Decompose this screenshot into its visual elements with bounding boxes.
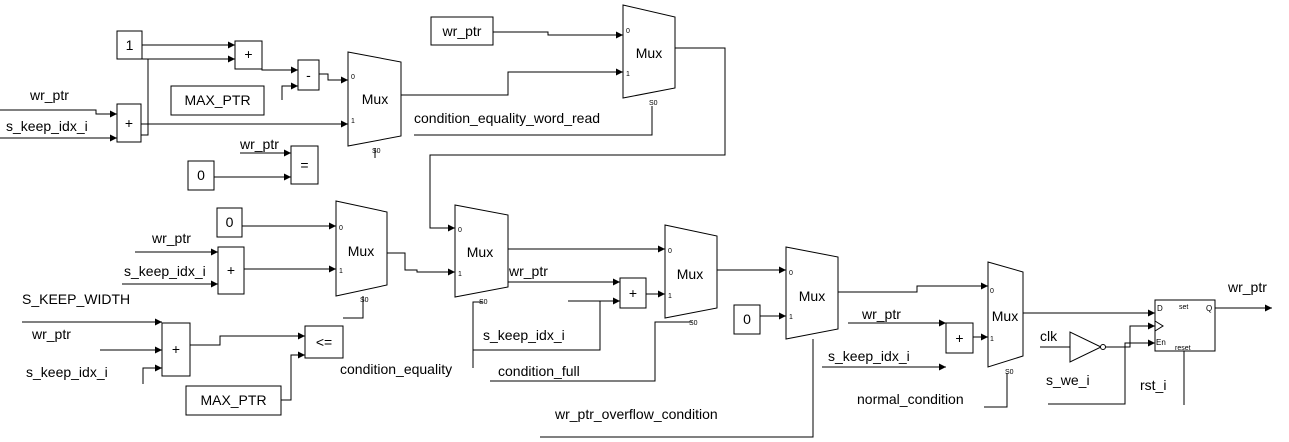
- mux-3-in0: 0: [339, 225, 343, 232]
- mux-7-label: Mux: [992, 308, 1018, 324]
- adder-mid: +: [217, 246, 245, 295]
- subtractor: -: [297, 59, 320, 91]
- mux-7-sel: S0: [1005, 369, 1014, 376]
- wr-ptr-box: wr_ptr: [430, 16, 494, 46]
- mux-2-in0: 0: [626, 28, 630, 35]
- adder-mid-op: +: [227, 262, 235, 278]
- adder-bottom: +: [161, 322, 191, 377]
- label-wr-ptr-1: wr_ptr: [29, 87, 69, 103]
- mux-2-label: Mux: [636, 45, 662, 61]
- label-s-keep-width: S_KEEP_WIDTH: [22, 291, 130, 307]
- adder-top: +: [234, 40, 263, 70]
- mux-5-in1: 1: [668, 293, 672, 300]
- adder-right-chain: +: [619, 277, 647, 309]
- mux-1: Mux 0 1 S0: [347, 51, 402, 155]
- inverter: [1069, 331, 1106, 363]
- adder-bottom-op: +: [172, 341, 180, 357]
- mux-1-sel: S0: [372, 148, 381, 155]
- max-ptr-box-top: MAX_PTR: [170, 85, 265, 116]
- const-zero-label-mid: 0: [226, 214, 234, 230]
- label-s-keep-idx-i-5: s_keep_idx_i: [828, 348, 910, 364]
- mux-3: Mux 0 1 S0: [335, 200, 388, 304]
- mux-5-label: Mux: [677, 266, 703, 282]
- max-ptr-label-top: MAX_PTR: [184, 92, 250, 108]
- mux-2: Mux 0 1 S0: [622, 4, 676, 107]
- label-wr-ptr-overflow-condition: wr_ptr_overflow_condition: [554, 406, 718, 422]
- mux-2-in1: 1: [626, 71, 630, 78]
- mux-4-label: Mux: [467, 244, 493, 260]
- label-normal-condition: normal_condition: [857, 391, 964, 407]
- label-s-keep-idx-i-3: s_keep_idx_i: [26, 364, 108, 380]
- mux-7: Mux 0 1 S0: [987, 261, 1024, 376]
- mux-3-in1: 1: [339, 268, 343, 275]
- mux-1-label: Mux: [362, 91, 388, 107]
- mux-4: Mux 0 1 S0: [454, 204, 509, 306]
- adder-top-op: +: [244, 46, 252, 62]
- const-one-label: 1: [126, 37, 134, 53]
- adder-final: +: [945, 322, 974, 354]
- mux-6-label: Mux: [799, 288, 825, 304]
- mux-1-in1: 1: [351, 118, 355, 125]
- mux-6-in0: 0: [789, 270, 793, 277]
- mux-5-in0: 0: [668, 248, 672, 255]
- label-wr-ptr-3: wr_ptr: [151, 230, 191, 246]
- label-wr-ptr-6: wr_ptr: [861, 306, 901, 322]
- adder-left: +: [116, 103, 142, 143]
- label-clk: clk: [1040, 328, 1058, 344]
- mux-6: Mux 0 1: [785, 246, 839, 340]
- label-wr-ptr-out: wr_ptr: [1227, 279, 1267, 295]
- mux-3-label: Mux: [348, 243, 374, 259]
- wires: [0, 31, 1272, 438]
- adder-final-op: +: [955, 330, 963, 346]
- comparator-le: <=: [304, 325, 344, 359]
- label-wr-ptr-2: wr_ptr: [239, 136, 279, 152]
- ff-q-label: Q: [1206, 304, 1212, 313]
- ff-d-label: D: [1157, 304, 1163, 313]
- label-condition-equality-word-read: condition_equality_word_read: [414, 110, 600, 126]
- subtractor-op: -: [306, 67, 311, 83]
- label-condition-equality: condition_equality: [340, 361, 452, 377]
- signal-labels: wr_ptr s_keep_idx_i wr_ptr condition_equ…: [6, 87, 1267, 422]
- wr-ptr-box-label: wr_ptr: [442, 23, 482, 39]
- mux-5-sel: S0: [689, 320, 698, 327]
- comparator-eq-op: =: [300, 157, 308, 173]
- label-rst-i: rst_i: [1140, 377, 1166, 393]
- const-zero-label-right: 0: [743, 311, 751, 327]
- ff-en-label: En: [1156, 338, 1166, 347]
- label-s-keep-idx-i-1: s_keep_idx_i: [6, 118, 88, 134]
- label-wr-ptr-4: wr_ptr: [31, 326, 71, 342]
- label-wr-ptr-5: wr_ptr: [508, 263, 548, 279]
- const-zero-label-top: 0: [197, 167, 205, 183]
- flip-flop: D set Q En reset: [1154, 299, 1216, 352]
- const-one-box: 1: [116, 30, 143, 60]
- mux-4-in0: 0: [458, 227, 462, 234]
- mux-2-sel: S0: [649, 100, 658, 107]
- mux-1-in0: 0: [351, 74, 355, 81]
- adder-left-op: +: [125, 115, 133, 131]
- comparator-le-op: <=: [316, 334, 332, 350]
- mux-4-in1: 1: [458, 271, 462, 278]
- mux-7-in1: 1: [990, 336, 994, 343]
- label-s-keep-idx-i-4: s_keep_idx_i: [483, 327, 565, 343]
- label-s-keep-idx-i-2: s_keep_idx_i: [124, 263, 206, 279]
- mux-7-in0: 0: [990, 288, 994, 295]
- max-ptr-box-bottom: MAX_PTR: [185, 385, 282, 416]
- mux-5: Mux 0 1 S0: [664, 224, 718, 327]
- ff-reset-label: reset: [1175, 345, 1191, 352]
- adder-right-chain-op: +: [629, 285, 637, 301]
- const-zero-box-mid: 0: [216, 207, 243, 238]
- max-ptr-label-bottom: MAX_PTR: [200, 392, 266, 408]
- ff-set-label: set: [1179, 304, 1188, 311]
- label-condition-full: condition_full: [498, 363, 580, 379]
- mux-4-sel: S0: [479, 299, 488, 306]
- const-zero-box-top: 0: [187, 160, 215, 191]
- mux-3-sel: S0: [360, 297, 369, 304]
- label-s-we-i: s_we_i: [1046, 372, 1090, 388]
- comparator-eq: =: [290, 145, 319, 185]
- mux-6-in1: 1: [789, 314, 793, 321]
- const-zero-box-right: 0: [733, 304, 761, 335]
